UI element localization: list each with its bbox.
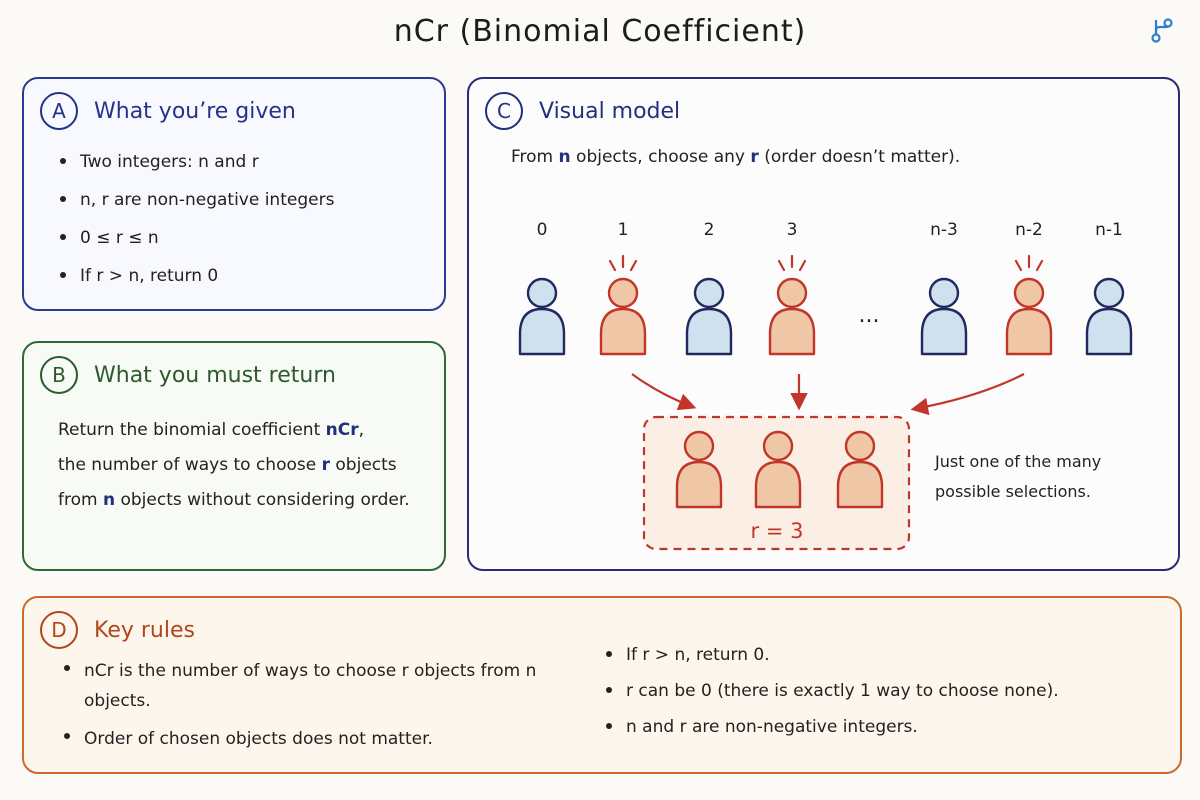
n-term: n xyxy=(102,490,116,510)
list-item: nCr is the number of ways to choose r ob… xyxy=(58,656,554,716)
index-label: n-1 xyxy=(1095,220,1123,240)
selection-diagram: 0 1 2 3 n-3 n-2 n-1... r = 3 xyxy=(518,220,1133,551)
panel-return-title: What you must return xyxy=(94,362,336,388)
panel-given-header: A What you’re given xyxy=(40,92,296,130)
person-selected-icon xyxy=(754,430,802,509)
person-selected-icon xyxy=(768,277,816,356)
list-item: If r > n, return 0. xyxy=(600,642,1059,678)
text-segment: objects, choose any xyxy=(570,147,751,167)
highlight-ray xyxy=(629,259,638,272)
index-label: 0 xyxy=(537,220,548,240)
list-item: If r > n, return 0 xyxy=(54,263,334,301)
index-label: 1 xyxy=(618,220,629,240)
index-label: 3 xyxy=(787,220,798,240)
highlight-ray xyxy=(1014,259,1023,272)
text-segment: (order doesn’t matter). xyxy=(758,147,961,167)
panel-given: A What you’re given Two integers: n and … xyxy=(22,77,446,311)
panel-visual-model: C Visual model From n objects, choose an… xyxy=(467,77,1180,571)
person-icon xyxy=(920,277,968,356)
selection-arrow xyxy=(910,373,1025,416)
badge-d: D xyxy=(40,611,78,649)
person-icon xyxy=(518,277,566,356)
list-item: Two integers: n and r xyxy=(54,149,334,187)
person-icon xyxy=(685,277,733,356)
ellipsis-label: ... xyxy=(859,303,880,328)
text-segment: the number of ways to choose xyxy=(58,455,322,475)
panel-visual-title: Visual model xyxy=(539,98,681,124)
highlight-ray xyxy=(798,259,807,272)
panel-return: B What you must return Return the binomi… xyxy=(22,341,446,571)
person-selected-icon xyxy=(599,277,647,356)
text-segment: objects without considering order. xyxy=(115,490,410,510)
panel-visual-header: C Visual model xyxy=(485,92,680,130)
text-segment: , xyxy=(358,420,365,440)
selection-note: Just one of the many possible selections… xyxy=(935,452,1102,501)
text-segment: from xyxy=(58,490,103,510)
panel-return-header: B What you must return xyxy=(40,356,336,394)
selection-arrow xyxy=(631,373,697,411)
given-list: Two integers: n and r n, r are non-negat… xyxy=(54,149,334,301)
rules-list-right: If r > n, return 0. r can be 0 (there is… xyxy=(600,642,1059,750)
index-label: n-2 xyxy=(1015,220,1043,240)
badge-a: A xyxy=(40,92,78,130)
list-item: n, r are non-negative integers xyxy=(54,187,334,225)
fork-branch-icon xyxy=(1151,18,1173,43)
n-term: n xyxy=(558,147,571,167)
person-selected-icon xyxy=(675,430,723,509)
panel-given-title: What you’re given xyxy=(94,98,296,124)
text-segment: objects xyxy=(330,455,397,475)
selection-label: r = 3 xyxy=(751,519,804,543)
list-item: 0 ≤ r ≤ n xyxy=(54,225,334,263)
rules-list-left: nCr is the number of ways to choose r ob… xyxy=(58,656,554,762)
r-term: r xyxy=(321,455,330,475)
panel-rules-title: Key rules xyxy=(94,617,195,643)
index-label: 2 xyxy=(704,220,715,240)
badge-b: B xyxy=(40,356,78,394)
badge-c: C xyxy=(485,92,523,130)
panel-key-rules: D Key rules nCr is the number of ways to… xyxy=(22,596,1182,774)
person-icon xyxy=(1085,277,1133,356)
person-selected-icon xyxy=(836,430,884,509)
ncr-term: nCr xyxy=(325,420,359,440)
index-label: n-3 xyxy=(930,220,958,240)
list-item: n and r are non-negative integers. xyxy=(600,714,1059,750)
r-term: r xyxy=(750,147,759,167)
page-title: nCr (Binomial Coefficient) xyxy=(393,14,807,49)
text-segment: Return the binomial coefficient xyxy=(58,420,326,440)
list-item: Order of chosen objects does not matter. xyxy=(58,724,554,754)
list-item: r can be 0 (there is exactly 1 way to ch… xyxy=(600,678,1059,714)
highlight-ray xyxy=(1035,259,1044,272)
person-selected-icon xyxy=(1005,277,1053,356)
visual-intro: From n objects, choose any r (order does… xyxy=(511,147,960,167)
panel-rules-header: D Key rules xyxy=(40,611,195,649)
highlight-ray xyxy=(777,259,786,272)
return-description: Return the binomial coefficient nCr, the… xyxy=(58,413,438,518)
text-segment: From xyxy=(511,147,559,167)
highlight-ray xyxy=(608,259,617,272)
